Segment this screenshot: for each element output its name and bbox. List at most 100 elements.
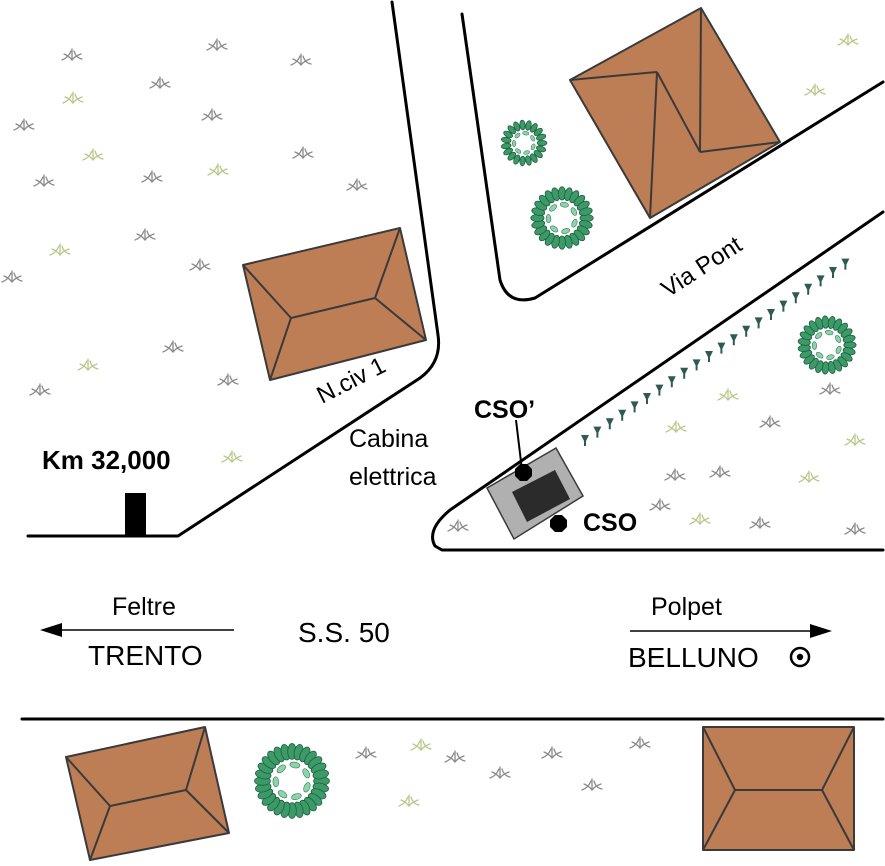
circle-dot-icon <box>789 646 811 668</box>
direction-west-small: Feltre <box>112 593 176 621</box>
grass-tuft <box>141 170 163 183</box>
hedge-plant <box>779 300 788 312</box>
grass-tuft <box>29 383 51 396</box>
grass-tuft <box>489 766 511 779</box>
octagon-icon <box>515 464 532 481</box>
grass-tuft <box>201 108 223 121</box>
direction-east-small: Polpet <box>651 593 722 621</box>
hedge-plant <box>729 334 738 346</box>
grass-tuft <box>759 415 781 428</box>
hedge-plant <box>692 359 701 371</box>
hedge-plant <box>643 393 651 404</box>
house <box>569 7 781 219</box>
grass-tuft <box>62 91 84 104</box>
hedge-plant <box>667 376 676 388</box>
grass-tuft <box>346 178 368 191</box>
street-label-via-pont: Via Pont <box>657 231 748 303</box>
km-marker-label: Km 32,000 <box>42 445 171 475</box>
hedge-row <box>581 258 850 446</box>
grass-tuft <box>77 358 99 371</box>
grass-tuft <box>844 433 866 446</box>
house <box>702 726 855 851</box>
hedge-plant <box>630 401 639 413</box>
cabin-label-line2: elettrica <box>349 463 437 491</box>
road-edge-via-pont-west <box>460 12 885 302</box>
grass-tuft <box>819 382 841 395</box>
direction-east-big: BELLUNO <box>628 642 759 673</box>
grass-tuft <box>33 174 55 187</box>
grass-tuft <box>410 738 432 751</box>
road-name-label: S.S. 50 <box>298 617 390 648</box>
grass-tuft <box>844 522 866 535</box>
grass-tuft <box>134 228 156 241</box>
hedge-plant <box>705 351 713 362</box>
hedge-plant <box>767 309 775 320</box>
hedge-plant <box>829 267 837 278</box>
roads <box>20 0 885 721</box>
road-edge-west-corner <box>26 0 441 538</box>
grass-tuft <box>61 48 83 61</box>
grass-tuft <box>709 465 731 478</box>
grass-tuft <box>664 468 686 481</box>
grass-tuft <box>749 516 771 529</box>
grass-tuft <box>355 746 377 759</box>
house <box>242 227 427 381</box>
hedge-plant <box>791 292 800 304</box>
grass-tuft <box>804 83 826 96</box>
grass-tuft <box>13 118 35 131</box>
electrical-cabin <box>485 446 585 541</box>
milestone-icon <box>125 493 146 537</box>
trees <box>254 119 857 819</box>
cabin-label-line1: Cabina <box>349 425 428 453</box>
road-edge-via-pont-east <box>431 210 885 552</box>
grass-tuft <box>717 388 739 401</box>
grass-tuft <box>447 519 469 532</box>
grass-tuft <box>798 470 820 483</box>
hedge-plant <box>605 418 614 430</box>
hedge-plant <box>816 275 825 287</box>
grass-tuft <box>221 450 243 463</box>
hedge-plant <box>742 325 751 337</box>
tree-icon <box>530 186 594 250</box>
grass-tuft <box>629 736 651 749</box>
grass-tuft <box>82 148 104 161</box>
grass-tuft <box>292 146 314 159</box>
grass-tuft <box>649 498 671 511</box>
hedge-plant <box>581 435 589 446</box>
cso-label: CSO <box>583 509 637 537</box>
hedge-plant <box>655 384 664 396</box>
grass-tuft <box>398 794 420 807</box>
hedge-plant <box>754 317 763 329</box>
cso-prime-leader <box>515 419 523 471</box>
grass-tuft <box>665 420 687 433</box>
cso-prime-label: CSO’ <box>474 396 535 424</box>
grass-tuft <box>207 163 229 176</box>
hedge-plant <box>593 426 602 438</box>
cabin-inner <box>512 470 570 522</box>
grass-tuft <box>581 778 603 791</box>
hedge-plant <box>717 342 726 354</box>
hedge-plant <box>804 283 813 295</box>
grass-tuft <box>162 340 184 353</box>
arrow-right-icon <box>630 624 832 638</box>
octagon-icon <box>550 515 567 532</box>
grass-tuft <box>290 53 312 66</box>
grass-tuft <box>217 373 239 386</box>
grass-tuft <box>689 512 711 525</box>
hedge-plant <box>618 409 627 421</box>
grass-tuft <box>49 243 71 256</box>
grass-tuft <box>837 33 859 46</box>
grass-tuft <box>1 270 23 283</box>
direction-west-big: TRENTO <box>88 640 203 671</box>
house <box>65 726 230 861</box>
hedge-plant <box>680 367 689 379</box>
grass-tuft <box>541 746 563 759</box>
grass-tuft <box>206 38 228 51</box>
tree-icon <box>254 743 330 819</box>
grass-tuft <box>444 750 466 763</box>
tree-icon <box>797 315 857 375</box>
houses <box>65 7 855 861</box>
grass <box>1 33 866 807</box>
hedge-plant <box>841 258 850 270</box>
